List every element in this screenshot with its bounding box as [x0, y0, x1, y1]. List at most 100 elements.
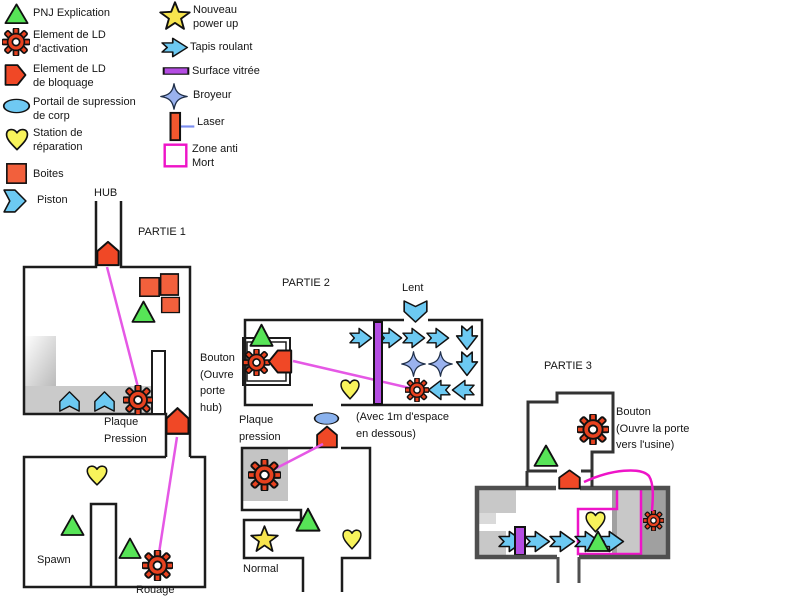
repair-station-icon [585, 511, 606, 533]
legend-label: Surface vitrée [192, 65, 260, 77]
wall-slot [151, 350, 166, 415]
link-line [292, 359, 415, 391]
link-line [105, 266, 141, 392]
spawn-label: Spawn [37, 554, 71, 566]
laser-icon [169, 111, 195, 142]
pnj-triangle-icon [249, 323, 274, 347]
blocking-element-icon [4, 64, 27, 86]
conveyor-arrow-icon [455, 325, 479, 351]
activation-gear-icon [123, 385, 153, 415]
plaque-pression-2-label: Plaque pression [239, 414, 281, 443]
normal-label: Normal [243, 563, 279, 575]
conveyor-arrow-icon [161, 37, 189, 58]
wall [341, 318, 484, 407]
wall [22, 455, 207, 589]
wall [526, 391, 615, 473]
floor-mid [618, 490, 641, 509]
anti-death-zone-icon [163, 143, 188, 168]
blocking-element-icon [267, 349, 293, 374]
partie1-room [22, 201, 192, 457]
conveyor-arrow-icon [349, 327, 373, 349]
grinder-icon [428, 351, 453, 377]
partie2-room [242, 300, 484, 449]
legend-label: Element de LD d'activation [33, 29, 106, 56]
glass-surface-icon [162, 66, 190, 76]
hub-label: HUB [94, 187, 118, 199]
piston-icon [3, 189, 27, 213]
legend-label: Piston [37, 194, 68, 206]
legend-label: Tapis roulant [190, 41, 253, 53]
blocking-element-icon [96, 240, 120, 267]
repair-station-icon [342, 529, 362, 550]
conveyor-arrow-icon [524, 530, 551, 553]
bouton-hub-label: Bouton (Ouvre porte hub) [200, 352, 235, 414]
conveyor-arrow-icon [427, 379, 451, 401]
wall [474, 485, 671, 560]
pnj-triangle-icon [4, 3, 29, 25]
bouton-usine-label: Bouton (Ouvre la porte vers l'usine) [616, 406, 690, 451]
lent-label: Lent [402, 282, 424, 294]
conveyor-arrow-icon [426, 327, 450, 349]
activation-gear-icon [248, 459, 281, 491]
legend-label: Zone anti Mort [192, 143, 238, 170]
plaque-pression-1-label: Plaque Pression [104, 416, 147, 445]
activation-gear-icon [243, 349, 270, 376]
powerup-star-icon [250, 525, 279, 552]
conveyor-arrow-icon [455, 351, 479, 377]
crate-icon [6, 163, 27, 184]
rouage-label: Rouage [136, 584, 175, 596]
partie1-title: PARTIE 1 [138, 226, 186, 238]
legend-label: Boites [33, 168, 64, 180]
activation-gear-icon [2, 28, 30, 56]
legend-label: Station de réparation [33, 127, 83, 154]
conveyor-arrow-icon [549, 530, 576, 553]
repair-station-icon [340, 379, 360, 400]
wall [240, 446, 313, 592]
pnj-triangle-icon [60, 514, 85, 536]
body-removal-portal-icon [313, 411, 340, 426]
pnj-triangle-icon [533, 444, 559, 467]
repair-station-icon [5, 128, 29, 151]
activation-gear-icon [142, 550, 173, 581]
powerup-star-icon [159, 1, 191, 30]
link-line [157, 436, 179, 554]
activation-gear-icon [405, 378, 429, 402]
legend-label: Laser [197, 116, 225, 128]
repair-station-icon [86, 465, 108, 486]
legend-label: Element de LD de bloquage [33, 63, 106, 90]
conveyor-arrow-icon [402, 327, 426, 349]
floor-light [479, 513, 496, 524]
crate-icon [159, 273, 180, 296]
blocking-element-icon [558, 469, 581, 490]
floor-mid [479, 490, 516, 513]
conveyor-arrow-icon [379, 327, 403, 349]
activation-gear-icon [577, 414, 609, 445]
glass-surface-icon [514, 526, 526, 556]
activation-gear-icon [643, 510, 664, 531]
floor-mid [617, 509, 641, 554]
body-removal-portal-icon [2, 98, 31, 114]
grinder-icon [160, 83, 188, 110]
partie2-title: PARTIE 2 [282, 277, 330, 289]
pnj-triangle-icon [118, 537, 142, 559]
spawn-room [22, 436, 207, 589]
legend-label: Nouveau power up [193, 4, 239, 31]
wall-pillar [89, 502, 118, 587]
pnj-triangle-icon [131, 300, 156, 323]
partie3-area [474, 391, 671, 583]
wall-corridor [556, 557, 581, 583]
crate-icon [139, 276, 160, 298]
glass-surface-icon [373, 321, 383, 405]
conveyor-arrow-icon [451, 379, 475, 401]
partie3-title: PARTIE 3 [544, 360, 592, 372]
legend-label: PNJ Explication [33, 7, 111, 19]
avec-espace-note: (Avec 1m d'espace en dessous) [356, 411, 450, 440]
link-line [583, 469, 655, 512]
legend-label: Portail de supression de corp [33, 96, 136, 123]
piston-icon [403, 300, 428, 323]
blocking-element-icon [165, 407, 190, 435]
legend-label: Broyeur [193, 89, 232, 101]
grinder-icon [401, 351, 426, 377]
